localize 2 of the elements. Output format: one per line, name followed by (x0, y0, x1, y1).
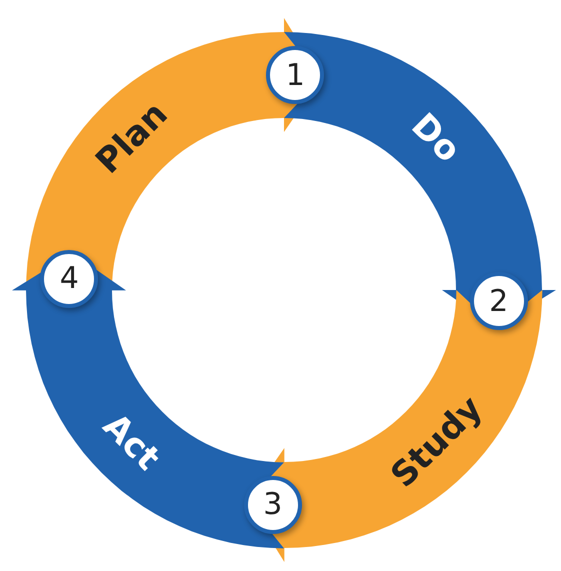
stage-label: Do (406, 108, 466, 168)
stage-label: Act (98, 408, 166, 476)
